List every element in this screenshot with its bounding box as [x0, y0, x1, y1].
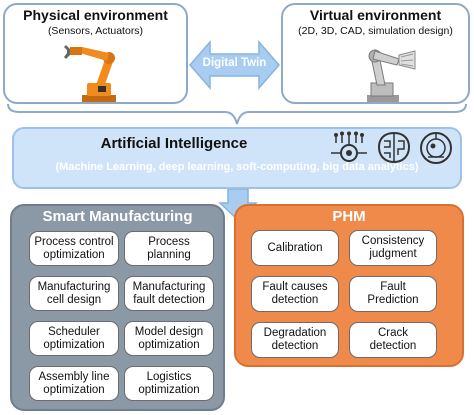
- calibration-card: Calibration: [251, 230, 339, 266]
- logistics-optimization-card: Logistics optimization: [124, 366, 214, 401]
- brain-circuit-icon: [331, 131, 367, 162]
- artificial-intelligence-box: Artificial Intelligence (Machine Learnin…: [12, 127, 462, 189]
- phm-panel: PHM Calibration Consistency judgment Fau…: [234, 204, 464, 367]
- assembly-line-optimization-card: Assembly line optimization: [29, 366, 119, 401]
- connector-brace: [7, 103, 467, 125]
- wireframe-robot-icon: [367, 49, 416, 102]
- virtual-environment-title: Virtual environment: [309, 7, 442, 23]
- digital-twin-double-arrow: [189, 39, 280, 91]
- brain-maze-icon: [377, 131, 411, 164]
- manufacturing-cell-design-card: Manufacturing cell design: [29, 276, 119, 311]
- scheduler-optimization-card: Scheduler optimization: [29, 321, 119, 356]
- consistency-judgment-card: Consistency judgment: [349, 230, 437, 266]
- model-design-optimization-card: Model design optimization: [124, 321, 214, 356]
- ai-subtitle: (Machine Learning, deep learning, soft-c…: [55, 161, 419, 173]
- robot-head-icon: [420, 132, 452, 164]
- process-planning-card: Process planning: [124, 231, 214, 266]
- smart-manufacturing-title: Smart Manufacturing: [42, 208, 193, 225]
- physical-environment-subtitle: (Sensors, Actuators): [47, 25, 144, 37]
- physical-environment-title: Physical environment: [23, 7, 168, 23]
- fault-prediction-card: Fault Prediction: [349, 276, 437, 312]
- process-control-optimization-card: Process control optimization: [29, 231, 119, 266]
- crack-detection-card: Crack detection: [349, 322, 437, 358]
- physical-environment-box: Physical environment (Sensors, Actuators…: [3, 3, 188, 104]
- manufacturing-fault-detection-card: Manufacturing fault detection: [124, 276, 214, 311]
- phm-title: PHM: [332, 208, 366, 225]
- digital-twin-label: Digital Twin: [202, 57, 267, 69]
- virtual-environment-box: Virtual environment (2D, 3D, CAD, simula…: [281, 3, 470, 104]
- degradation-detection-card: Degradation detection: [251, 322, 339, 358]
- ai-title: Artificial Intelligence: [100, 135, 248, 152]
- smart-manufacturing-panel: Smart Manufacturing Process control opti…: [10, 204, 225, 411]
- fault-causes-detection-card: Fault causes detection: [251, 276, 339, 312]
- industrial-robot-icon: [64, 45, 116, 102]
- virtual-environment-subtitle: (2D, 3D, CAD, simulation design): [298, 25, 453, 37]
